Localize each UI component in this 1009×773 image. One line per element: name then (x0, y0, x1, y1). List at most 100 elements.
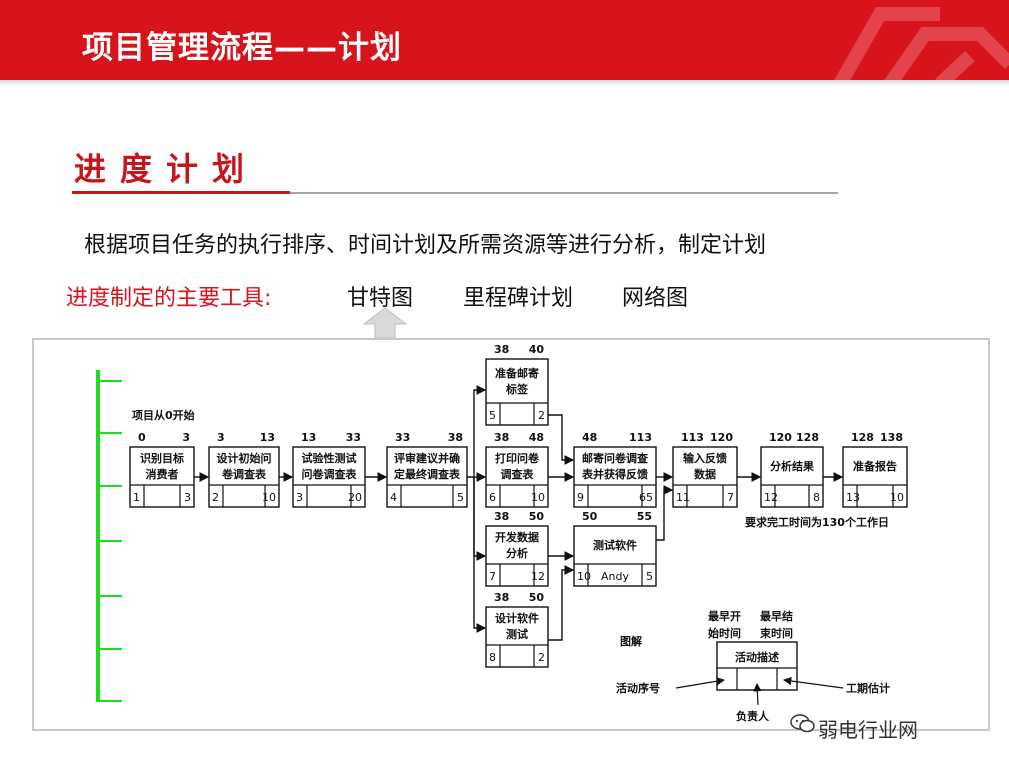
earliest-start-label: 0 (138, 431, 146, 444)
earliest-finish-label: 113 (629, 431, 652, 444)
activity-description: 标签 (505, 382, 529, 396)
watermark-text: 弱电行业网 (818, 718, 918, 742)
earliest-start-label: 38 (494, 343, 509, 356)
activity-description: 数据 (694, 467, 716, 481)
legend-duration-label: 工期估计 (846, 681, 890, 695)
activity-duration: 5 (457, 491, 464, 504)
activity-duration: 3 (184, 491, 191, 504)
dependency-arrow (548, 565, 575, 641)
selection-guide-bar (96, 370, 100, 702)
activity-box (485, 525, 549, 587)
page-title: 项目管理流程——计划 (82, 30, 402, 66)
activity-seq: 12 (764, 491, 778, 504)
header-shadow (0, 80, 1009, 86)
section-title: 进度计划 (74, 150, 259, 188)
earliest-start-label: 128 (851, 431, 874, 444)
activity-description: 问卷调查表 (302, 467, 358, 481)
legend-earliest-start: 始时间 (708, 626, 741, 640)
wechat-icon (790, 714, 815, 733)
activity-description: 试验性测试 (302, 451, 357, 465)
activity-description: 分析 (506, 546, 528, 560)
activity-seq: 9 (577, 491, 584, 504)
dependency-arrow (548, 414, 575, 465)
earliest-start-label: 13 (301, 431, 316, 444)
activity-seq: 10 (577, 570, 591, 583)
legend-earliest-finish: 束时间 (760, 626, 793, 640)
earliest-finish-label: 138 (880, 431, 903, 444)
activity-seq: 2 (212, 491, 219, 504)
start-note: 项目从0开始 (132, 408, 195, 422)
legend-seq-label: 活动序号 (616, 681, 660, 695)
earliest-start-label: 33 (395, 431, 410, 444)
activity-seq: 13 (846, 491, 860, 504)
description-text: 根据项目任务的执行排序、时间计划及所需资源等进行分析，制定计划 (84, 233, 767, 258)
dependency-arrow (473, 477, 487, 633)
activity-duration: 5 (646, 570, 653, 583)
activity-description: 准备邮寄 (495, 366, 539, 380)
activity-duration: 10 (531, 491, 545, 504)
activity-description: 测试 (506, 627, 528, 641)
guide-tick (100, 700, 122, 702)
activity-box (842, 446, 908, 508)
legend-title: 图解 (620, 634, 642, 648)
activity-seq: 6 (489, 491, 496, 504)
activity-box (760, 446, 824, 508)
activity-box (208, 446, 280, 508)
activity-seq: 7 (489, 570, 496, 583)
activity-description: 评审建议并确 (394, 451, 460, 465)
activity-seq: 4 (390, 491, 397, 504)
activity-description: 输入反馈 (683, 451, 727, 465)
earliest-finish-label: 33 (346, 431, 361, 444)
earliest-finish-label: 3 (182, 431, 190, 444)
activity-description: 识别目标 (140, 451, 184, 465)
activity-box (485, 358, 549, 426)
earliest-start-label: 48 (582, 431, 597, 444)
activity-description: 调查表 (501, 467, 535, 481)
earliest-finish-label: 50 (529, 591, 545, 604)
activity-node: 128 138 准备报告 13 10 (842, 431, 908, 508)
legend-earliest-finish: 最早结 (760, 609, 793, 623)
legend-pointers (675, 676, 844, 706)
activity-description: 定最终调查表 (394, 467, 461, 481)
legend-owner-label: 负责人 (736, 709, 770, 723)
earliest-start-label: 3 (217, 431, 225, 444)
activity-duration: 20 (348, 491, 362, 504)
activity-description: 表并获得反馈 (581, 467, 648, 481)
tool-gantt: 甘特图 (347, 286, 414, 311)
activity-description: 测试软件 (593, 538, 637, 552)
legend-pointer-arrow (675, 677, 726, 689)
earliest-finish-label: 40 (529, 343, 545, 356)
earliest-start-label: 38 (494, 431, 509, 444)
activity-seq: 11 (676, 491, 690, 504)
activity-duration: 2 (538, 651, 545, 664)
activity-box (485, 606, 549, 668)
activity-seq: 8 (489, 651, 496, 664)
activity-duration: 2 (538, 409, 545, 422)
earliest-start-label: 120 (769, 431, 792, 444)
dependency-arrow (467, 385, 487, 478)
guide-tick (100, 432, 122, 434)
activity-duration: 10 (890, 491, 904, 504)
dependency-arrow (656, 485, 674, 541)
activity-description: 准备报告 (853, 459, 897, 473)
earliest-finish-label: 50 (529, 510, 545, 523)
guide-tick (100, 540, 122, 542)
activity-description: 设计初始问 (217, 451, 272, 465)
legend-pointer-arrow (753, 682, 762, 706)
activity-description: 分析结果 (770, 459, 814, 473)
activity-duration: 7 (727, 491, 734, 504)
header-bar: 项目管理流程——计划 (0, 0, 1009, 80)
activity-duration: 10 (262, 491, 276, 504)
title-underline-red (72, 191, 290, 194)
guide-tick (100, 648, 122, 650)
